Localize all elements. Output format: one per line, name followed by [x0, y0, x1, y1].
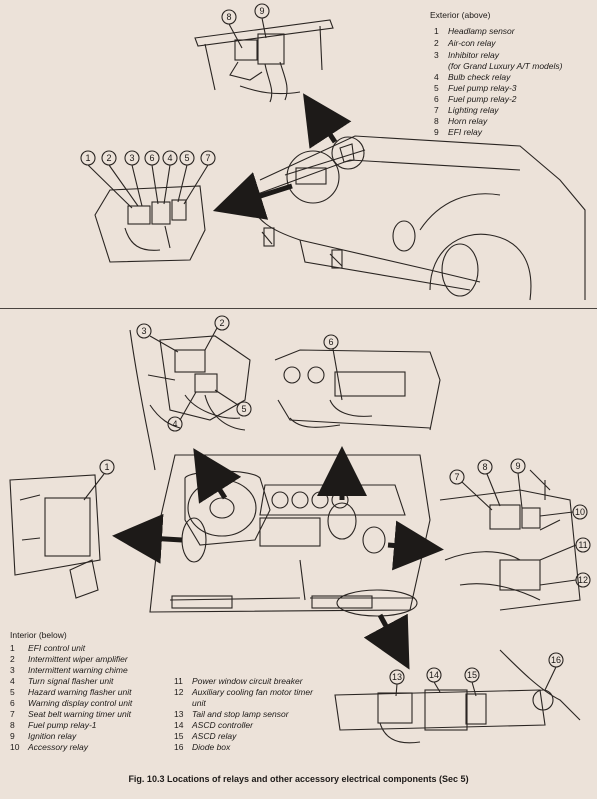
detail-relay-bank — [94, 185, 206, 263]
callout-bank-2: 2 — [106, 153, 111, 163]
detail-ascd-units — [334, 649, 581, 744]
interior-legend-title: Interior (below) — [10, 630, 67, 640]
callout-ul-5: 5 — [241, 404, 246, 414]
detail-efi-control-unit — [9, 474, 101, 599]
exterior-legend-title: Exterior (above) — [430, 10, 491, 20]
callout-bank-3: 3 — [129, 153, 134, 163]
detail-horn-efi-relays — [194, 19, 334, 103]
callout-right-9: 9 — [515, 461, 520, 471]
callout-bottom-16: 16 — [551, 655, 561, 665]
callout-bank-4: 4 — [167, 153, 172, 163]
callout-top-8: 8 — [226, 12, 231, 22]
callout-bottom-13: 13 — [392, 672, 402, 682]
callout-right-8: 8 — [482, 462, 487, 472]
dashboard-overview — [149, 454, 431, 613]
callout-right-12: 12 — [578, 575, 588, 585]
callout-top-9: 9 — [259, 6, 264, 16]
section-divider — [0, 308, 597, 309]
detail-cluster-unit — [274, 349, 441, 431]
detail-column-units — [129, 329, 251, 471]
figure-caption: Fig. 10.3 Locations of relays and other … — [128, 774, 469, 784]
callout-right-11: 11 — [578, 540, 587, 550]
callout-ul-3: 3 — [141, 326, 146, 336]
callout-bank-6: 6 — [149, 153, 154, 163]
callout-right-7: 7 — [454, 472, 459, 482]
callout-bank-5: 5 — [184, 153, 189, 163]
callout-bottom-15: 15 — [467, 670, 477, 680]
callout-bottom-14: 14 — [429, 670, 439, 680]
callout-bank-7: 7 — [205, 153, 210, 163]
callout-left-1: 1 — [104, 462, 109, 472]
callout-ul-2: 2 — [219, 318, 224, 328]
exterior-legend-item: (for Grand Luxury A/T models) — [448, 61, 563, 71]
callout-bank-1: 1 — [85, 153, 90, 163]
callout-right-10: 10 — [575, 507, 585, 517]
callout-um-6: 6 — [328, 337, 333, 347]
car-front-outline — [249, 135, 586, 301]
interior-legend-item: unit — [192, 698, 206, 708]
callout-ul-4: 4 — [172, 419, 177, 429]
detail-relay-cluster-right — [439, 469, 581, 611]
